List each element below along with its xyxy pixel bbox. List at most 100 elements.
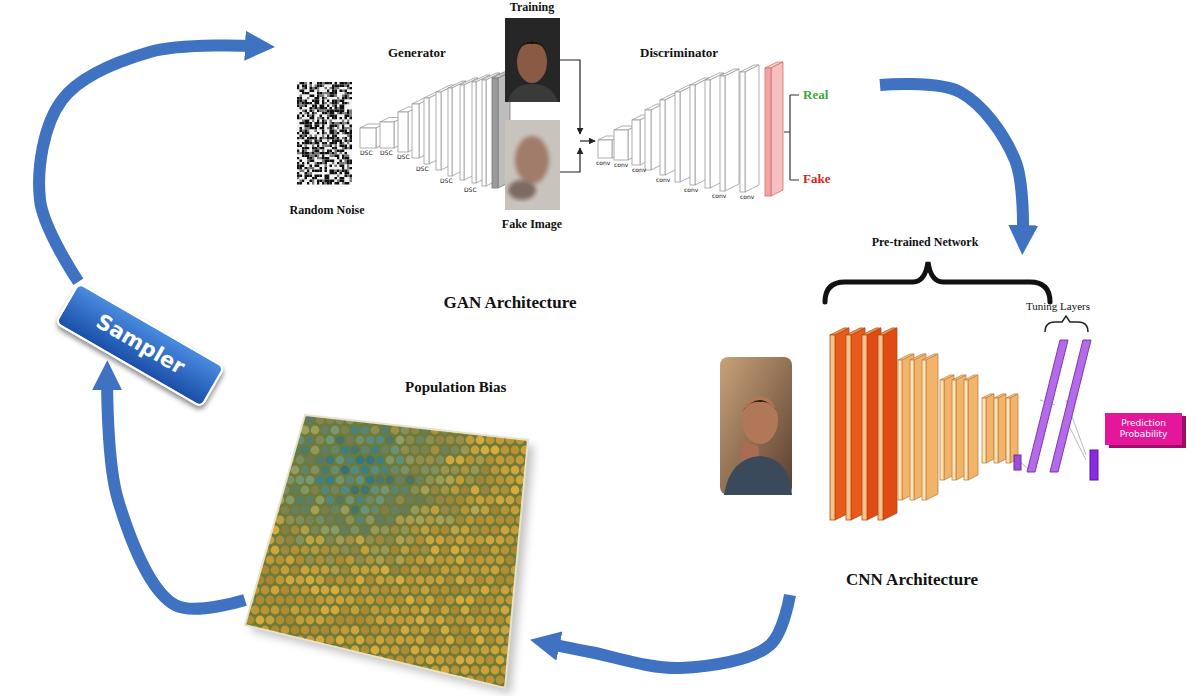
noise-pixel xyxy=(327,125,330,128)
noise-pixel xyxy=(312,125,315,128)
mosaic-cell xyxy=(331,626,340,635)
noise-pixel xyxy=(327,155,330,158)
noise-pixel xyxy=(320,87,323,90)
mosaic-cell xyxy=(436,516,445,525)
mosaic-cell xyxy=(431,446,440,455)
mosaic-cell xyxy=(321,546,330,555)
noise-pixel xyxy=(300,142,303,145)
noise-pixel xyxy=(320,162,323,165)
mosaic-cell xyxy=(466,576,475,585)
noise-pixel xyxy=(322,97,325,100)
noise-pixel xyxy=(335,140,338,143)
noise-pixel xyxy=(325,90,328,93)
noise-pixel xyxy=(332,135,335,138)
noise-pixel xyxy=(297,152,300,155)
mosaic-cell xyxy=(381,426,390,435)
noise-pixel xyxy=(332,112,335,115)
mosaic-cell xyxy=(481,586,490,595)
mosaic-cell xyxy=(321,666,330,675)
noise-pixel xyxy=(327,157,330,160)
mosaic-cell xyxy=(426,556,435,565)
mosaic-cell xyxy=(431,606,440,615)
mosaic-cell xyxy=(251,546,260,555)
mosaic-cell xyxy=(331,486,340,495)
noise-pixel xyxy=(335,82,338,85)
noise-pixel xyxy=(325,120,328,123)
noise-pixel xyxy=(332,147,335,150)
mosaic-cell xyxy=(411,466,420,475)
noise-pixel xyxy=(350,162,353,165)
mosaic-cell xyxy=(486,596,495,605)
noise-pixel xyxy=(315,167,318,170)
mosaic-cell xyxy=(381,446,390,455)
noise-pixel xyxy=(302,162,305,165)
noise-pixel xyxy=(347,87,350,90)
mosaic-cell xyxy=(366,476,375,485)
noise-pixel xyxy=(300,137,303,140)
noise-pixel xyxy=(302,122,305,125)
noise-pixel xyxy=(310,182,313,185)
gan-architecture-region-text: GAN Architecture xyxy=(444,293,577,313)
mosaic-cell xyxy=(416,616,425,625)
noise-pixel xyxy=(335,92,338,95)
mosaic-cell xyxy=(416,436,425,445)
mosaic-cell xyxy=(391,566,400,575)
discriminator-layer-front xyxy=(740,72,745,192)
mosaic-cell xyxy=(311,426,320,435)
population-mosaic xyxy=(236,406,540,695)
noise-pixel xyxy=(350,97,353,100)
noise-pixel xyxy=(330,162,333,165)
mosaic-cell xyxy=(336,576,345,585)
mosaic-cell xyxy=(416,596,425,605)
noise-pixel xyxy=(340,180,343,183)
noise-pixel xyxy=(305,95,308,98)
mosaic-cell xyxy=(371,526,380,535)
noise-pixel xyxy=(315,100,318,103)
mosaic-cell xyxy=(306,556,315,565)
mosaic-cell xyxy=(351,546,360,555)
noise-pixel xyxy=(342,127,345,130)
noise-pixel xyxy=(347,112,350,115)
mosaic-cell xyxy=(251,686,260,695)
noise-pixel xyxy=(320,112,323,115)
mosaic-cell xyxy=(346,456,355,465)
noise-pixel xyxy=(332,107,335,110)
noise-pixel xyxy=(335,137,338,140)
mosaic-cell xyxy=(361,546,370,555)
noise-pixel xyxy=(310,150,313,153)
mosaic-cell xyxy=(281,406,290,415)
mosaic-cell xyxy=(301,646,310,655)
mosaic-cell xyxy=(371,626,380,635)
mosaic-cell xyxy=(406,476,415,485)
noise-pixel xyxy=(327,110,330,113)
mosaic-cell xyxy=(371,446,380,455)
mosaic-cell xyxy=(346,516,355,525)
noise-pixel xyxy=(335,120,338,123)
mosaic-cell xyxy=(321,566,330,575)
noise-pixel xyxy=(347,162,350,165)
mosaic-cell xyxy=(381,406,390,415)
noise-pixel xyxy=(322,170,325,173)
mosaic-cell xyxy=(266,576,275,585)
mosaic-cell xyxy=(246,576,255,585)
mosaic-cell xyxy=(341,566,350,575)
noise-pixel xyxy=(305,90,308,93)
mosaic-cell xyxy=(356,596,365,605)
mosaic-cell xyxy=(236,516,245,525)
noise-pixel xyxy=(302,147,305,150)
mosaic-cell xyxy=(316,536,325,545)
mosaic-cell xyxy=(391,626,400,635)
mosaic-cell xyxy=(286,516,295,525)
mosaic-cell xyxy=(241,546,250,555)
mosaic-cell xyxy=(461,486,470,495)
mosaic-cell xyxy=(456,536,465,545)
noise-pixel xyxy=(322,147,325,150)
noise-pixel xyxy=(342,100,345,103)
mosaic-cell xyxy=(531,426,540,435)
mosaic-cell xyxy=(456,636,465,645)
mosaic-cell xyxy=(526,596,535,605)
mosaic-cell xyxy=(286,556,295,565)
noise-pixel xyxy=(347,135,350,138)
noise-pixel xyxy=(347,120,350,123)
mosaic-cell xyxy=(471,546,480,555)
